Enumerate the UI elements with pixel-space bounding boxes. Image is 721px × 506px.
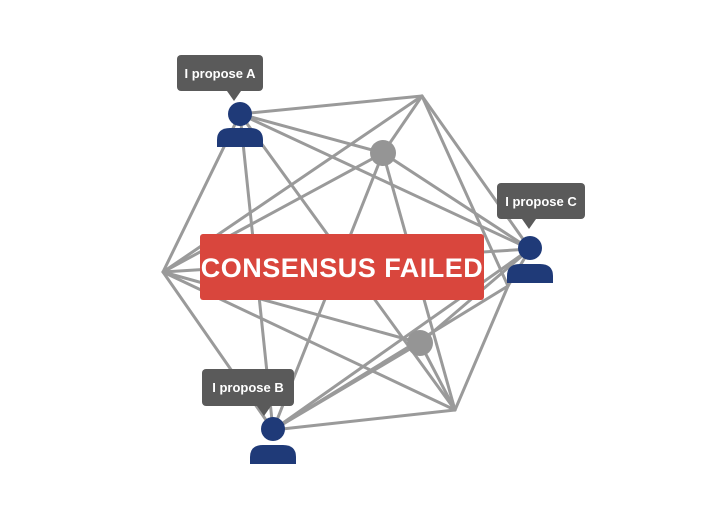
speech-bubble-b: I propose B <box>202 369 294 416</box>
network-edge <box>271 247 532 432</box>
network-edge <box>420 94 532 251</box>
speech-bubble-a: I propose A <box>177 55 263 101</box>
network-edge <box>161 151 385 274</box>
proposal-a-label: I propose A <box>184 66 256 81</box>
person-b-icon <box>250 417 296 464</box>
participant-a: I propose A <box>177 55 263 147</box>
network-edge <box>271 341 422 432</box>
network-edge <box>238 94 424 116</box>
network-edge <box>420 94 510 288</box>
network-edge <box>238 112 385 155</box>
proposal-b-label: I propose B <box>212 380 284 395</box>
network-nodes <box>370 140 433 356</box>
participant-c: I propose C <box>497 183 585 283</box>
network-node-icon <box>407 330 433 356</box>
participant-b: I propose B <box>202 369 296 464</box>
person-c-icon <box>507 236 553 283</box>
network-edge <box>453 284 510 412</box>
consensus-failed-banner: CONSENSUS FAILED <box>200 234 484 300</box>
network-edge <box>238 112 532 251</box>
network-edge <box>381 151 532 251</box>
person-a-icon <box>217 102 263 147</box>
network-edge <box>271 408 457 432</box>
banner-label: CONSENSUS FAILED <box>201 253 484 283</box>
speech-bubble-c: I propose C <box>497 183 585 229</box>
network-node-icon <box>370 140 396 166</box>
proposal-c-label: I propose C <box>505 194 577 209</box>
